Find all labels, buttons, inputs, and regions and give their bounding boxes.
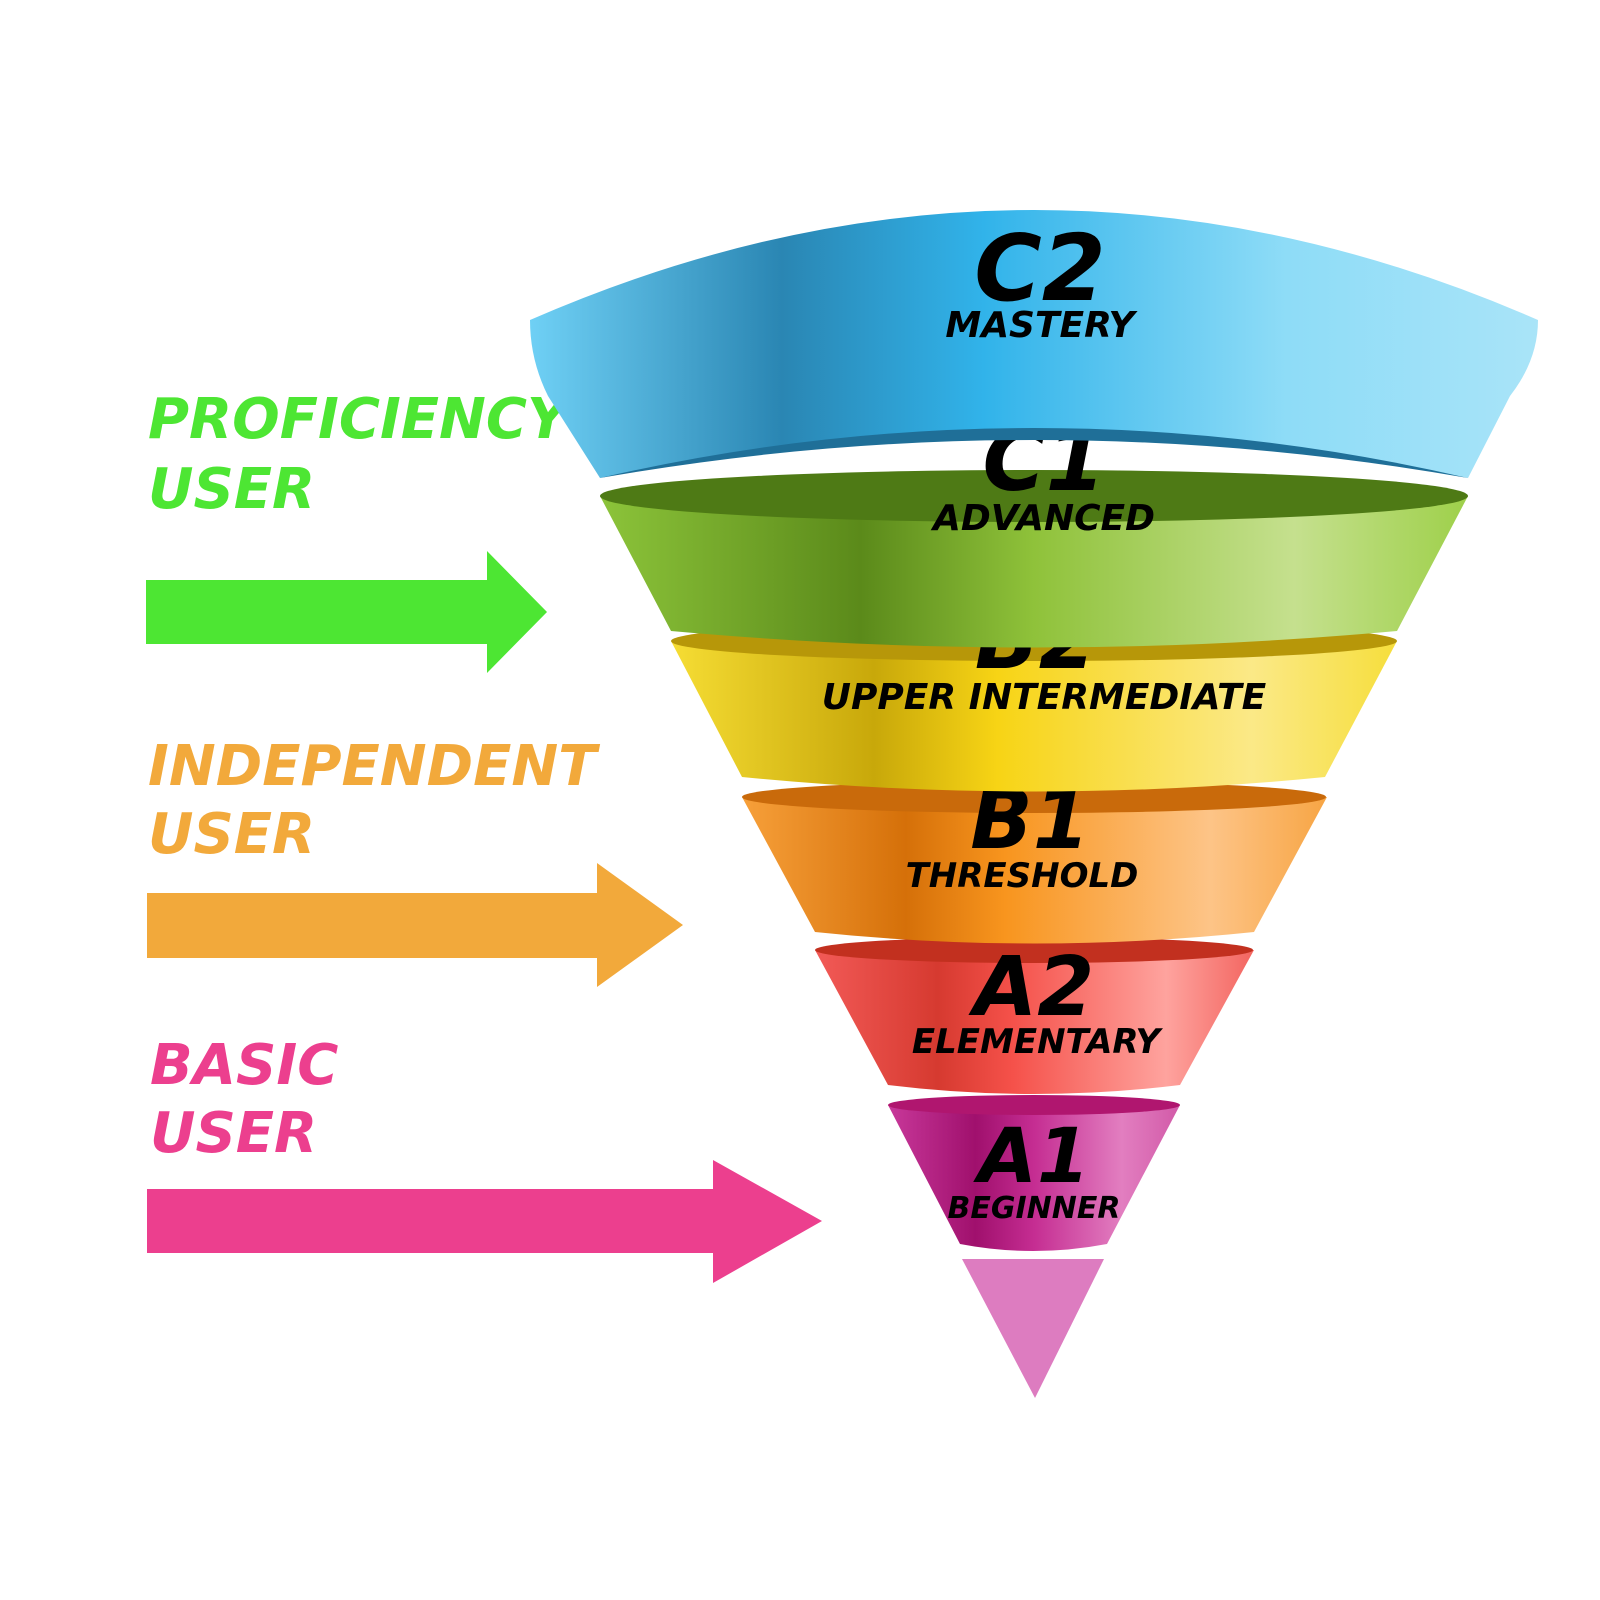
group-label-line2: USER xyxy=(150,1101,317,1166)
group-proficiency-user: PROFICIENCY USER xyxy=(146,387,573,673)
funnel-tip xyxy=(962,1259,1104,1398)
funnel-segment-c2: C2 MASTERY xyxy=(530,210,1538,478)
level-name: ADVANCED xyxy=(930,498,1155,539)
group-label-line1: INDEPENDENT xyxy=(148,734,600,799)
level-code: A1 xyxy=(973,1111,1090,1200)
group-label-line1: BASIC xyxy=(150,1033,338,1098)
group-label-line1: PROFICIENCY xyxy=(148,387,573,452)
funnel-segment-a1: A1 BEGINNER xyxy=(888,1095,1180,1251)
group-label-line2: USER xyxy=(148,802,315,867)
group-independent-user: INDEPENDENT USER xyxy=(147,734,683,987)
group-basic-user: BASIC USER xyxy=(147,1033,822,1283)
arrow-right-icon xyxy=(147,863,683,987)
level-code: A2 xyxy=(968,940,1095,1035)
funnel-segment-b1: B1 THRESHOLD xyxy=(742,773,1327,944)
level-name: UPPER INTERMEDIATE xyxy=(822,677,1267,718)
level-name: THRESHOLD xyxy=(906,856,1139,896)
level-name: MASTERY xyxy=(945,305,1138,346)
level-name: ELEMENTARY xyxy=(912,1022,1164,1062)
group-label-line2: USER xyxy=(148,457,315,522)
level-name: BEGINNER xyxy=(948,1191,1121,1226)
funnel-segment-a2: A2 ELEMENTARY xyxy=(815,937,1254,1094)
level-code: C2 xyxy=(974,215,1106,322)
arrow-right-icon xyxy=(147,1160,822,1283)
arrow-right-icon xyxy=(146,551,547,673)
